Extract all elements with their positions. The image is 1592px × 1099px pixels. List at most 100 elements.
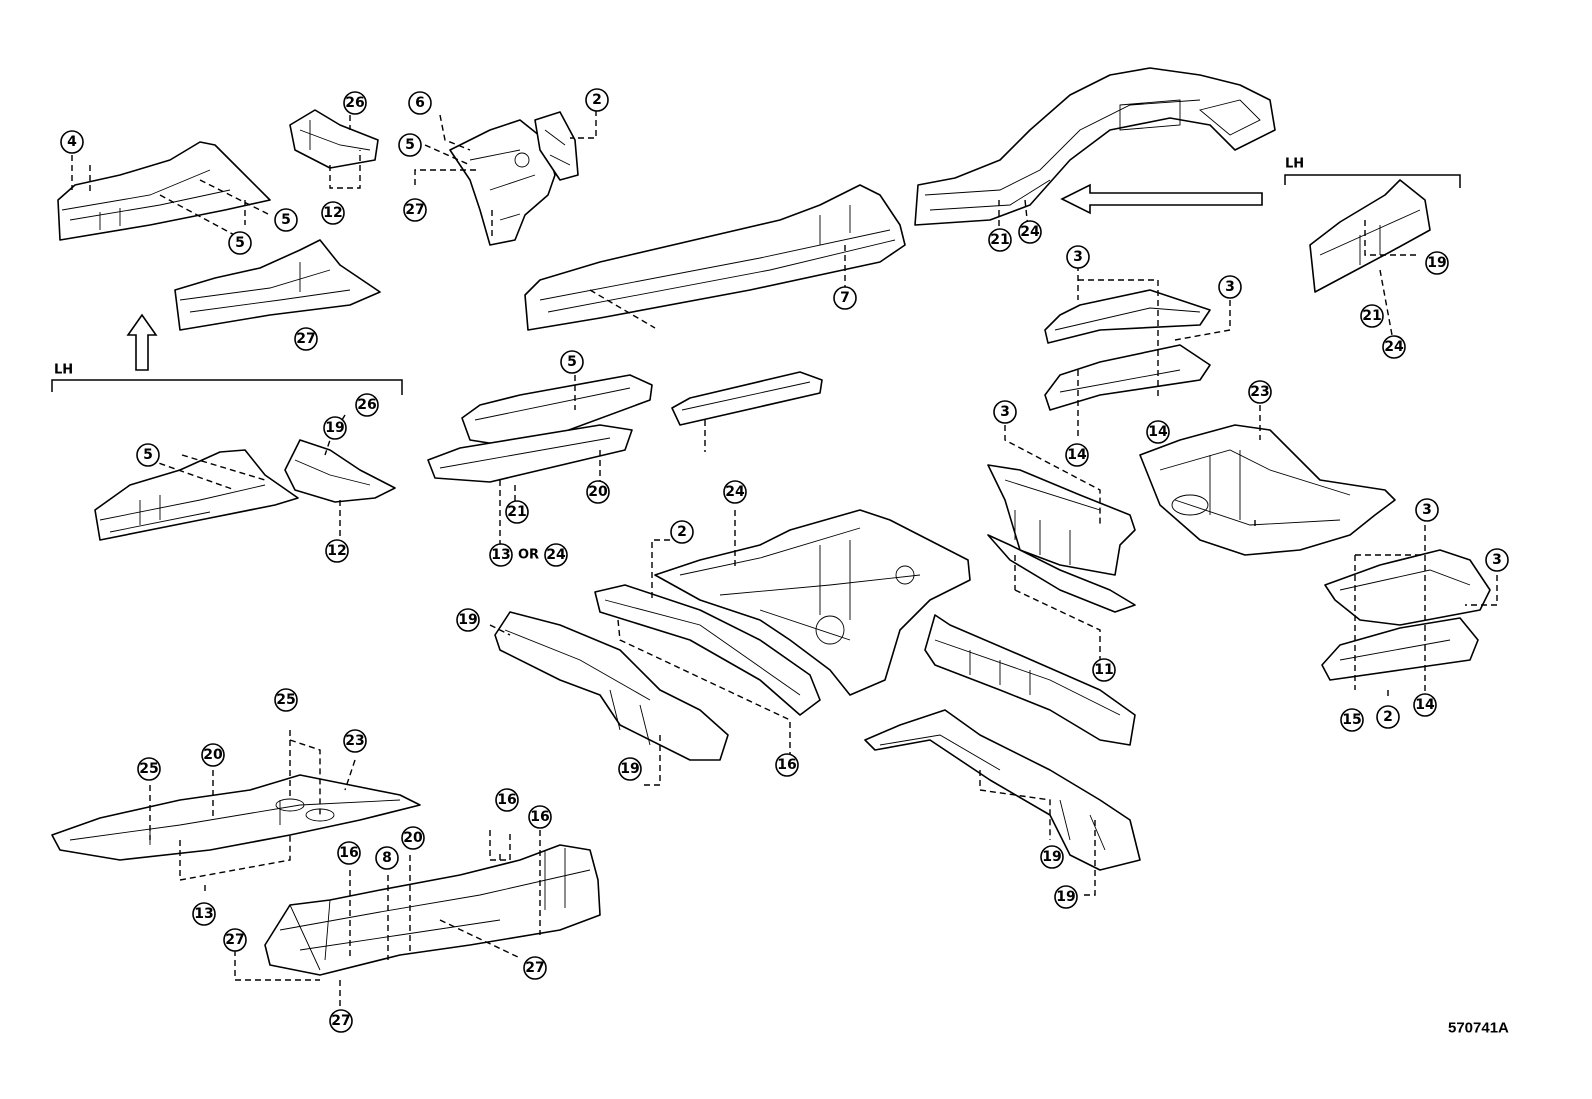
callout-14: 14 (1146, 420, 1170, 444)
callout-number: 19 (1042, 849, 1061, 865)
callout-23: 23 (1248, 380, 1272, 404)
rear-bracket-right (1321, 617, 1479, 681)
callout-21: 21 (988, 228, 1012, 252)
callout-26: 26 (343, 91, 367, 115)
callout-number: 20 (588, 484, 608, 500)
callout-number: 25 (276, 692, 295, 708)
callout-circle (294, 327, 318, 351)
callout-circle (775, 753, 799, 777)
callout-5: 5 (228, 231, 252, 255)
callout-6: 6 (408, 91, 432, 115)
callout-25: 25 (137, 757, 161, 781)
callout-number: 19 (458, 612, 477, 628)
callout-circle (1340, 708, 1364, 732)
callout-number: 24 (725, 484, 745, 500)
callout-24: 24 (544, 543, 568, 567)
callout-number: 5 (235, 235, 245, 251)
callout-number: 21 (1362, 308, 1381, 324)
callout-2: 2 (585, 88, 609, 112)
callout-number: 3 (1225, 279, 1235, 295)
callout-12: 12 (325, 539, 349, 563)
callout-4: 4 (60, 130, 84, 154)
left-arrow-icon (1060, 183, 1263, 215)
text-labels: LH LH 570741A OR (54, 157, 1509, 1037)
direction-arrows (126, 183, 1263, 371)
callout-11: 11 (1092, 658, 1116, 682)
callout-number: 21 (990, 232, 1009, 248)
callout-circle (618, 757, 642, 781)
callout-number: 19 (620, 761, 639, 777)
callout-number: 27 (405, 202, 424, 218)
callout-27: 27 (223, 928, 247, 952)
callout-circle (1218, 275, 1242, 299)
callout-number: 27 (296, 331, 315, 347)
callout-number: 27 (331, 1013, 350, 1029)
rear-wheelhouse-lh (1309, 179, 1431, 293)
callout-circle (325, 539, 349, 563)
callout-2: 2 (670, 520, 694, 544)
callout-number: 23 (345, 733, 364, 749)
callout-5: 5 (136, 443, 160, 467)
callout-24: 24 (1018, 220, 1042, 244)
rear-crossmember-right (1324, 549, 1491, 626)
callout-circle (401, 826, 425, 850)
callout-number: 13 (491, 547, 510, 563)
callout-number: 21 (507, 504, 526, 520)
callout-number: 16 (497, 792, 516, 808)
callout-3: 3 (993, 400, 1017, 424)
callout-number: 7 (840, 290, 850, 306)
front-bracket-lh (284, 439, 396, 503)
callout-15: 15 (1340, 708, 1364, 732)
callout-circle (201, 743, 225, 767)
front-apron-panel (449, 119, 556, 246)
callout-circle (228, 231, 252, 255)
callout-circle (137, 757, 161, 781)
callout-number: 26 (357, 397, 376, 413)
front-side-member-lower (174, 239, 381, 331)
callout-circle (403, 198, 427, 222)
callout-circle (343, 91, 367, 115)
callout-number: 19 (1427, 255, 1446, 271)
callout-number: 5 (143, 447, 153, 463)
callout-2: 2 (1376, 705, 1400, 729)
callout-circle (1382, 335, 1406, 359)
rear-floor-crossmember-upper (1044, 289, 1211, 344)
callout-number: 23 (1250, 384, 1269, 400)
diagram-code: 570741A (1448, 1020, 1509, 1037)
callout-circle (398, 133, 422, 157)
parts-layer (51, 67, 1491, 976)
callout-5: 5 (274, 208, 298, 232)
callout-circle (1054, 885, 1078, 909)
callout-circle (1066, 245, 1090, 269)
callout-26: 26 (355, 393, 379, 417)
side-sill-panel (524, 184, 906, 331)
callout-circle (1065, 443, 1089, 467)
callout-circle (489, 543, 513, 567)
callout-circle (1146, 420, 1170, 444)
callout-number: 6 (415, 95, 425, 111)
floor-side-member-outer (494, 611, 729, 761)
callout-3: 3 (1485, 548, 1509, 572)
front-side-member-lh (94, 449, 299, 541)
callout-circle (1376, 705, 1400, 729)
rear-floor-side-member (987, 464, 1136, 576)
callout-16: 16 (495, 788, 519, 812)
callout-20: 20 (586, 480, 610, 504)
callout-5: 5 (560, 350, 584, 374)
callout-number: 14 (1148, 424, 1168, 440)
callout-number: 3 (1073, 249, 1083, 265)
callout-19: 19 (618, 757, 642, 781)
callout-number: 2 (1383, 709, 1393, 725)
floor-pan-extension-upper (461, 374, 653, 449)
callout-24: 24 (1382, 335, 1406, 359)
callout-circle (1018, 220, 1042, 244)
lh-label-right: LH (1285, 157, 1304, 172)
callout-27: 27 (294, 327, 318, 351)
callout-number: 19 (325, 420, 344, 436)
rear-floor-crossmember-lower (1044, 344, 1211, 411)
callout-number: 5 (405, 137, 415, 153)
callout-19: 19 (456, 608, 480, 632)
callout-circle (355, 393, 379, 417)
callout-circle (1360, 304, 1384, 328)
